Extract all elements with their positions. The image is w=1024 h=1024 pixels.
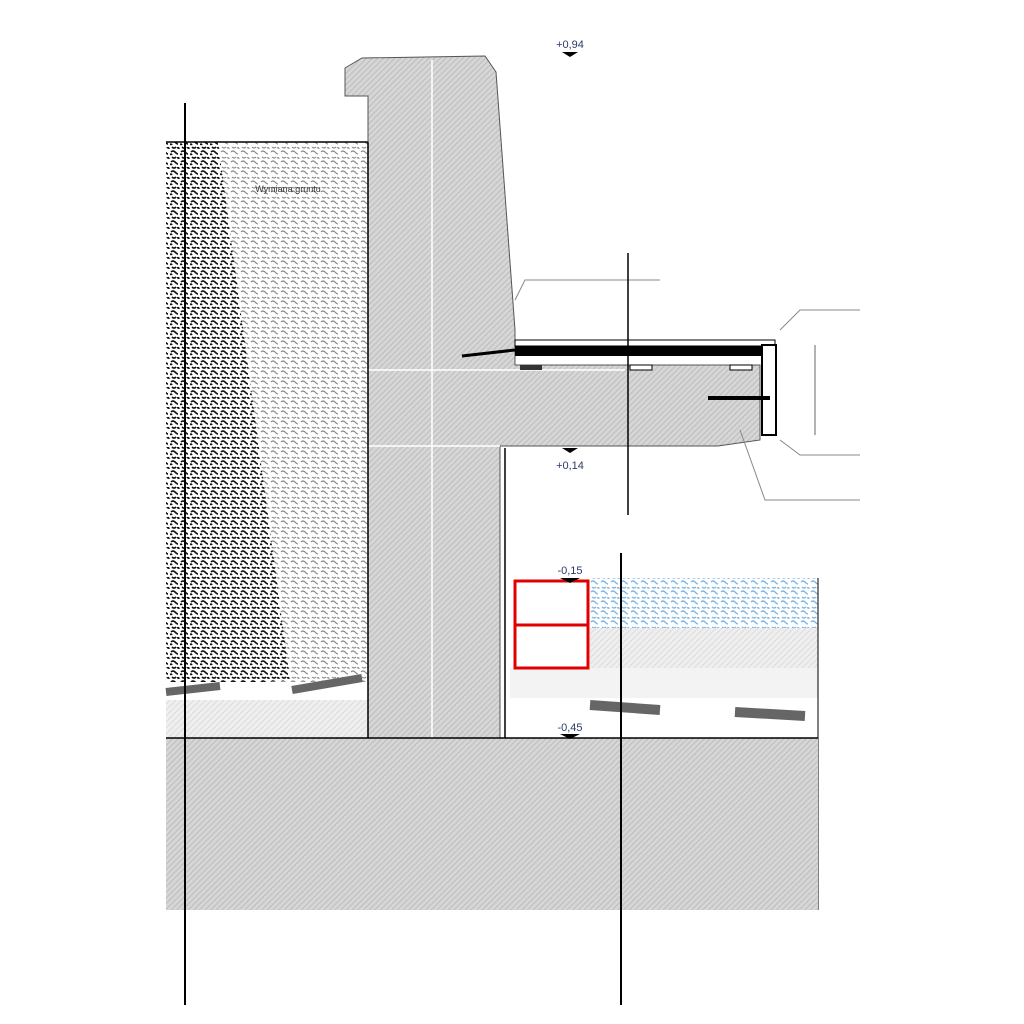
level-marker-foundation [560, 734, 580, 739]
soil-fill-block [165, 141, 368, 738]
level-label-ground: -0,15 [557, 565, 582, 577]
level-marker-slab [562, 448, 578, 453]
level-label-foundation: -0,45 [557, 722, 582, 734]
highlight-boxes [513, 579, 590, 670]
level-marker-top [562, 52, 578, 57]
level-label-slab: +0,14 [556, 460, 584, 472]
foundation-slab [166, 738, 818, 910]
level-label-top: +0,94 [556, 39, 584, 51]
concrete-wall [344, 55, 761, 739]
fill-label: Wymiana gruntu [255, 184, 320, 194]
level-marker-ground [560, 578, 580, 583]
terrace-layers [461, 279, 860, 501]
